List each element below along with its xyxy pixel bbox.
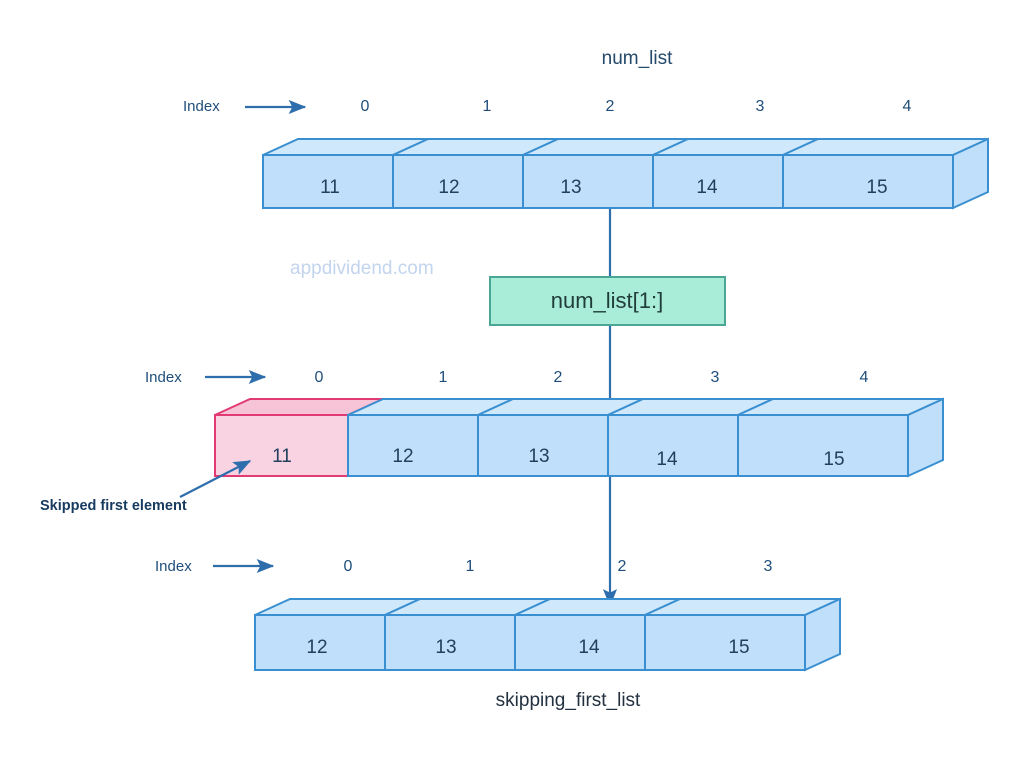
array-3-index-0: 0: [343, 558, 353, 575]
array-2-index-4: 4: [859, 369, 869, 386]
array-2-cell-2: [477, 414, 609, 477]
array-2-boxes: [214, 397, 944, 478]
annotation-arrow: [179, 460, 252, 498]
index-label-2: Index: [145, 369, 182, 386]
watermark: appdividend.com: [290, 258, 434, 279]
array-3-value-3: 15: [728, 637, 750, 658]
array-2-value-0: 11: [272, 446, 292, 467]
array-2-value-1: 12: [392, 446, 414, 467]
index-label-1: Index: [183, 98, 220, 115]
array-2-value-4: 15: [823, 449, 845, 470]
array-3-index-2: 2: [617, 558, 627, 575]
operation-box: [489, 276, 726, 326]
array-2-cell-1: [347, 414, 479, 477]
array-3-index-3: 3: [763, 558, 773, 575]
array-1-index-0: 0: [360, 98, 370, 115]
array-2-index-1: 1: [438, 369, 448, 386]
array-1-index-2: 2: [605, 98, 615, 115]
array-1-index-4: 4: [902, 98, 912, 115]
array-3-value-0: 12: [306, 637, 328, 658]
array-1-index-3: 3: [755, 98, 765, 115]
array-1-cell-0: [262, 154, 394, 209]
array-3-cell-3: [644, 614, 806, 671]
array-3-index-1: 1: [465, 558, 475, 575]
page-title: num_list: [601, 48, 673, 69]
array-2-value-3: 14: [656, 449, 678, 470]
array-2-index-0: 0: [314, 369, 324, 386]
array-2-cell-3: [607, 414, 739, 477]
array-2-index-2: 2: [553, 369, 563, 386]
array-2-cell-4: [737, 414, 909, 477]
index-label-3: Index: [155, 558, 192, 575]
array-1-cell-2: [522, 154, 654, 209]
array-3-cell-1: [384, 614, 516, 671]
array-1-index-1: 1: [482, 98, 492, 115]
array-3-cell-0: [254, 614, 386, 671]
array-1-cell-3: [652, 154, 784, 209]
annotation-skipped-first: Skipped first element: [40, 498, 187, 514]
array-3-boxes: [254, 597, 841, 672]
array-3-cell-2: [514, 614, 646, 671]
array-1-value-2: 13: [560, 177, 582, 198]
array-3-value-2: 14: [578, 637, 600, 658]
operation-label: num_list[1:]: [550, 288, 664, 313]
array-2-value-2: 13: [528, 446, 550, 467]
array-1-value-0: 11: [320, 177, 340, 198]
array-1-boxes: [262, 137, 989, 210]
array-3-value-1: 13: [435, 637, 457, 658]
array-1-value-1: 12: [438, 177, 460, 198]
operation-box-rect: [489, 276, 726, 326]
array-1-cell-1: [392, 154, 524, 209]
bottom-title: skipping_first_list: [495, 690, 641, 711]
array-1-value-3: 14: [696, 177, 718, 198]
array-1-value-4: 15: [866, 177, 888, 198]
array-2-index-3: 3: [710, 369, 720, 386]
array-1-cell-4: [782, 154, 954, 209]
